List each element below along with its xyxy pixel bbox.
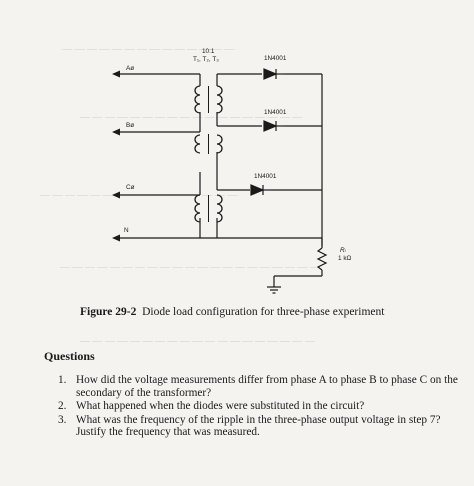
question-number: 1. <box>58 374 67 386</box>
coil-secondary-b <box>216 134 223 154</box>
diode-a <box>263 68 278 80</box>
load-resistor-value: 1 kΩ <box>338 255 352 262</box>
transformer-ratio: 10:1 <box>202 48 215 55</box>
three-phase-diode-schematic: 10:1 T₁, T₂, T₃ Aø Bø Cø N 1N4001 1N4001… <box>112 48 352 294</box>
coil-primary-b <box>194 134 201 154</box>
arrow-phase-a <box>112 70 120 78</box>
phase-c-label: Cø <box>126 184 135 191</box>
coil-primary-a <box>194 85 201 114</box>
diode-b-label: 1N4001 <box>264 109 287 116</box>
neutral-label: N <box>124 227 129 234</box>
diode-c-label: 1N4001 <box>254 173 277 180</box>
figure-number: Figure 29-2 <box>80 306 137 318</box>
coil-secondary-c <box>216 194 223 223</box>
questions-list: 1. How did the voltage measurements diff… <box>58 374 463 440</box>
bleed-through-text: — — — — — — — — — — — — — — — — — — <box>80 112 303 123</box>
questions-heading: Questions <box>44 349 95 363</box>
arrow-neutral <box>112 234 120 242</box>
question-number: 3. <box>58 413 67 426</box>
diode-a-label: 1N4001 <box>264 55 287 62</box>
bleed-through-text: — — — — — — — — — — — — — — — — — — — <box>80 336 315 347</box>
question-number: 2. <box>58 400 67 412</box>
question-item: 3. What was the frequency of the ripple … <box>58 414 463 439</box>
question-text: What happened when the diodes were subst… <box>76 400 365 412</box>
diode-b <box>263 120 278 132</box>
arrow-phase-b <box>112 128 120 136</box>
bleed-through-text: — — — — — — — — — — — — — — — — — — — — … <box>60 262 320 273</box>
bleed-through-text: — — — — — — — — — — — — — — <box>62 44 235 55</box>
figure-caption-text: Diode load configuration for three-phase… <box>142 306 385 318</box>
coil-primary-c <box>194 194 201 223</box>
arrow-phase-c <box>112 191 120 199</box>
question-text: What was the frequency of the ripple in … <box>76 413 441 439</box>
phase-a-label: Aø <box>126 65 134 72</box>
figure-caption: Figure 29-2 Diode load configuration for… <box>80 306 384 318</box>
question-item: 2. What happened when the diodes were su… <box>58 400 463 413</box>
load-resistor-label: Rₗ <box>340 247 346 254</box>
load-resistor <box>316 247 328 271</box>
transformer-names: T₁, T₂, T₃ <box>193 56 219 63</box>
phase-b-label: Bø <box>126 122 134 129</box>
question-text: How did the voltage measurements differ … <box>76 374 458 399</box>
question-item: 1. How did the voltage measurements diff… <box>58 374 463 399</box>
diode-c <box>250 184 265 196</box>
coil-secondary-a <box>216 85 223 114</box>
